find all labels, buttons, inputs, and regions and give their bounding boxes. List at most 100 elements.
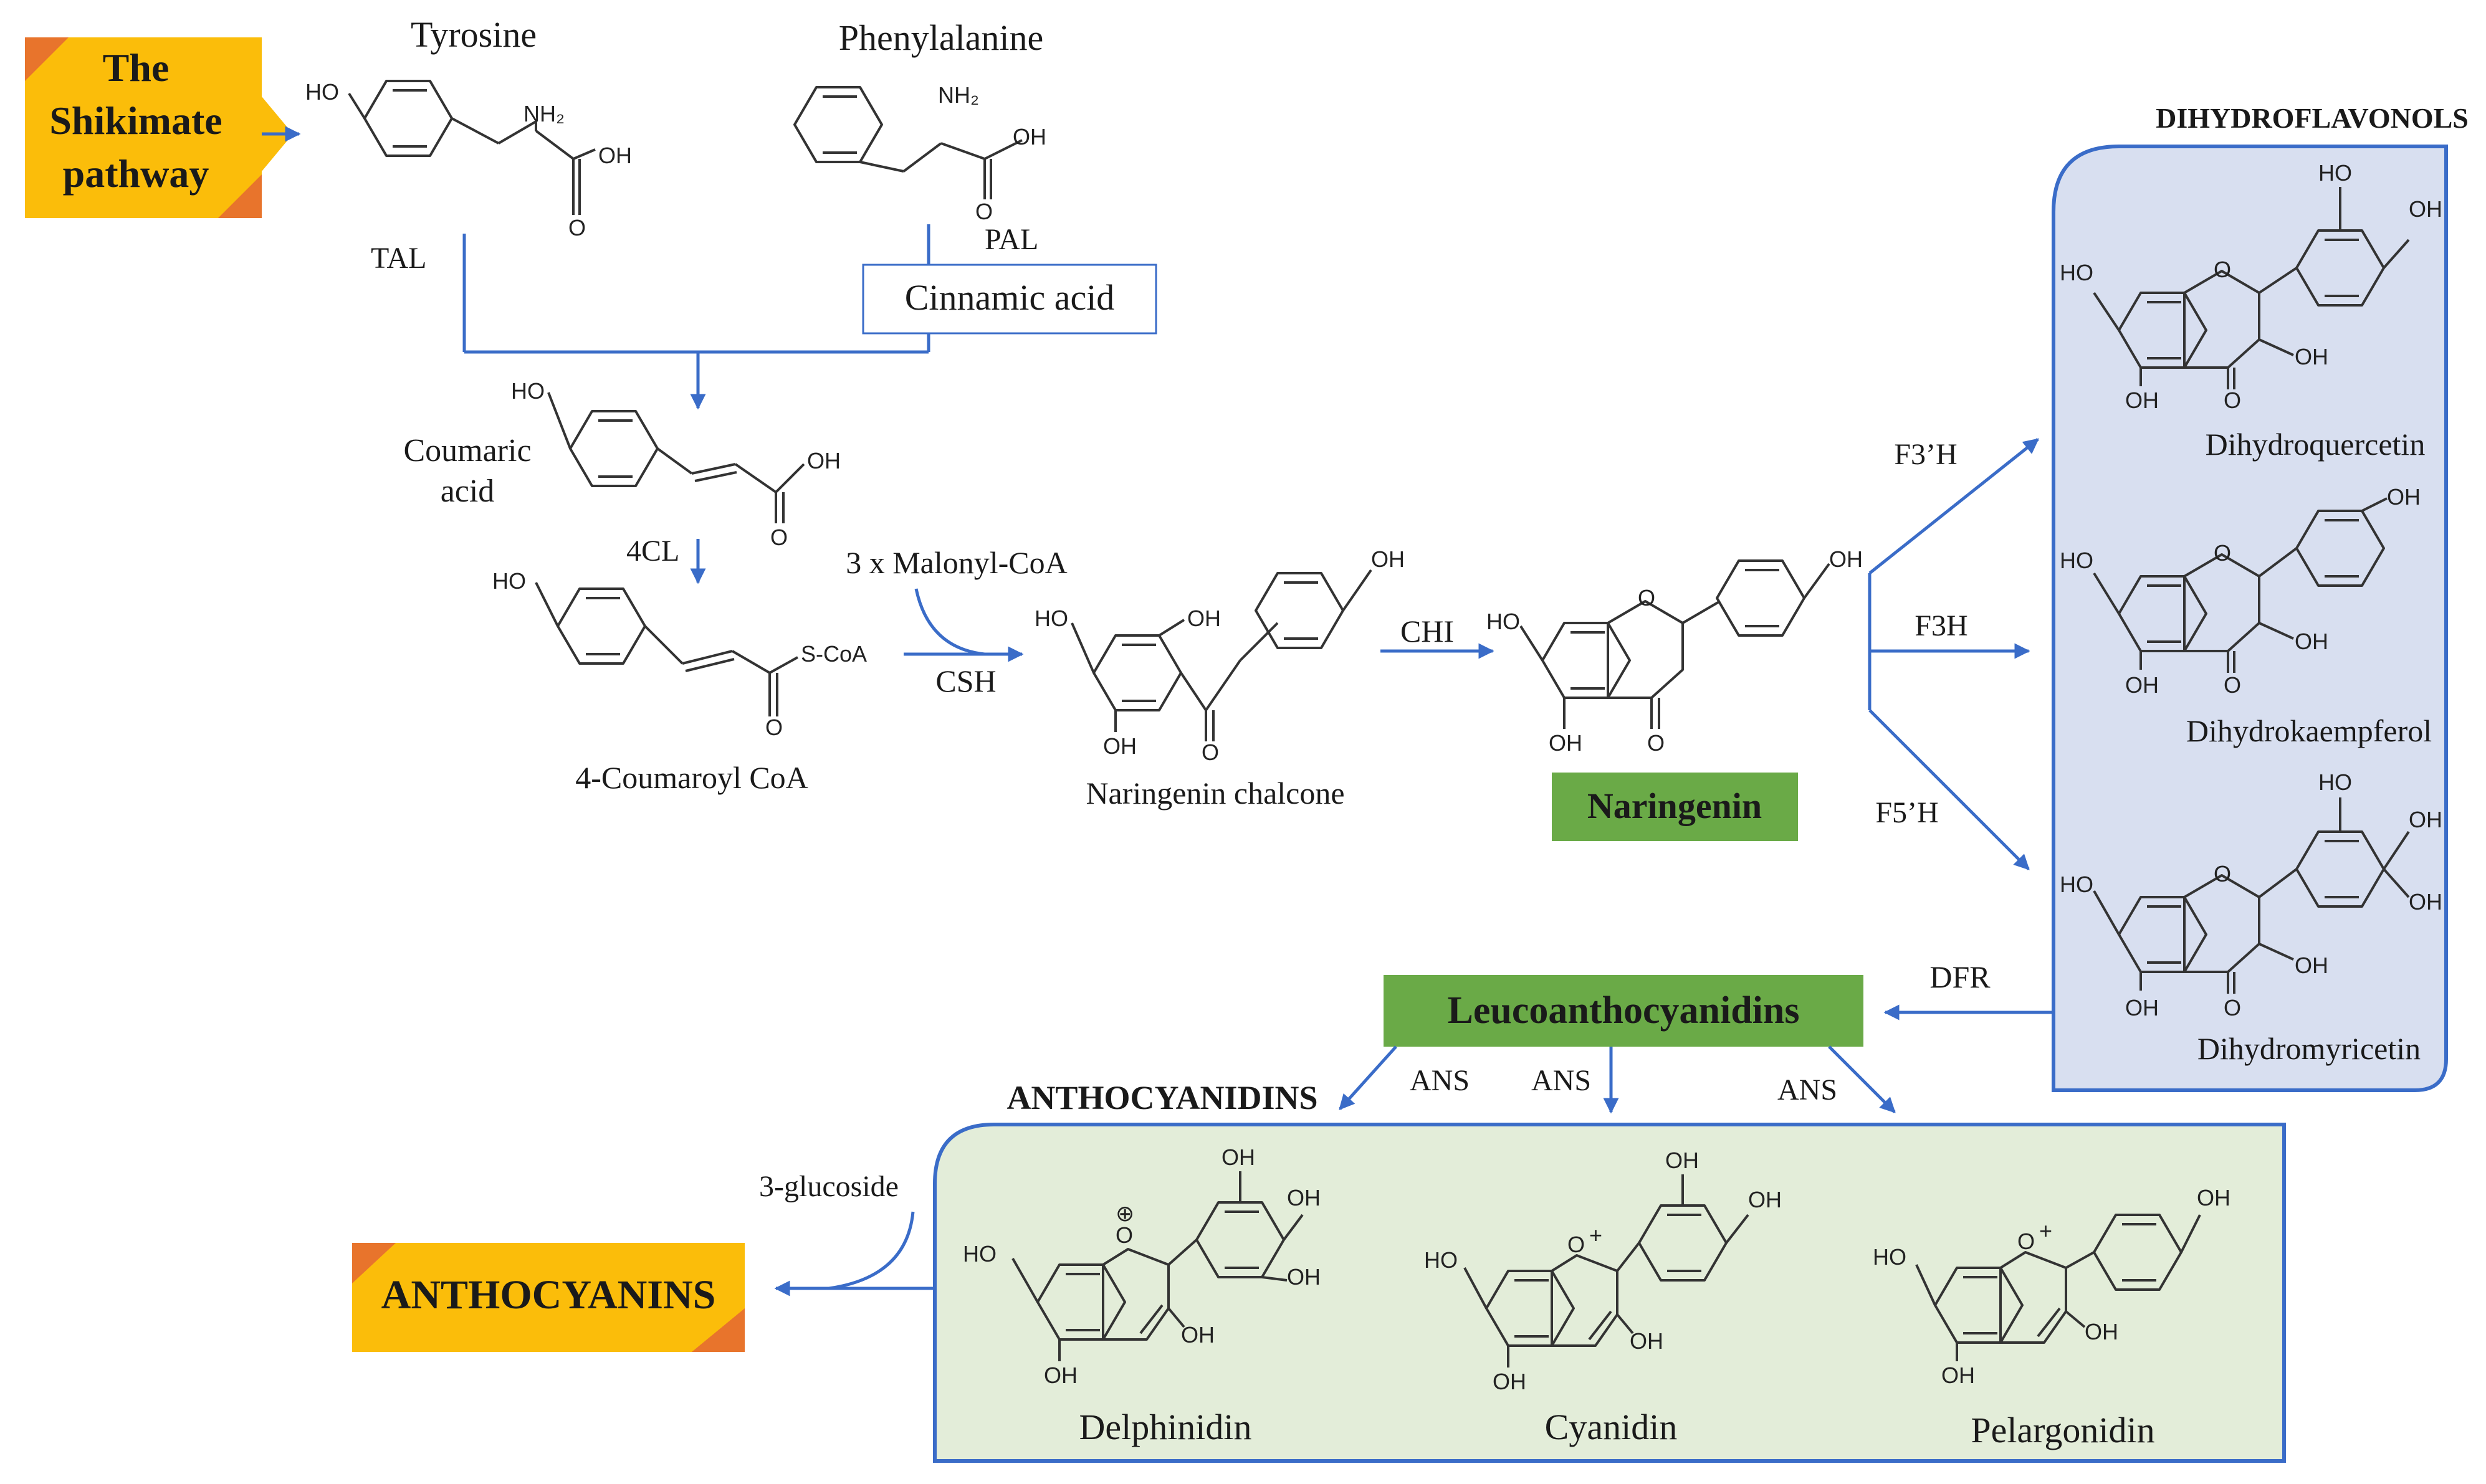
- delph-oh-4: OH: [1287, 1185, 1321, 1211]
- pel-oh-1: OH: [1941, 1363, 1975, 1388]
- chalcone-o: O: [1202, 740, 1219, 765]
- dihydrokaempferol-label: Dihydrokaempferol: [2186, 713, 2432, 748]
- dhm-o-ring: O: [2214, 861, 2231, 887]
- anthocyanins-label: ANTHOCYANINS: [381, 1272, 716, 1318]
- leucoanthocyanidins-box: Leucoanthocyanidins: [1384, 975, 1863, 1047]
- tyrosine-structure: Tyrosine HO NH₂ OH O: [305, 14, 632, 240]
- cyanidin-structure: HO O + OH OH OH OH Cyanidin: [1424, 1148, 1782, 1447]
- delphinidin-structure: HO O ⊕ OH OH OH OH OH Delphinidin: [963, 1144, 1321, 1447]
- anthocyanidins-panel: [933, 1123, 2286, 1463]
- dihydroflavonols-header: DIHYDROFLAVONOLS: [2156, 102, 2469, 134]
- ans-label-1: ANS: [1410, 1064, 1470, 1097]
- dhm-ho-1: HO: [2060, 872, 2093, 897]
- pelargonidin-label: Pelargonidin: [1971, 1410, 2154, 1450]
- naringenin-o-ring: O: [1638, 585, 1655, 611]
- tyr-nh2: NH₂: [523, 101, 565, 126]
- glucoside-label: 3-glucoside: [759, 1170, 899, 1203]
- cyan-oh-3: OH: [1665, 1148, 1699, 1173]
- dihydromyricetin-label: Dihydromyricetin: [2197, 1031, 2421, 1066]
- delph-oh-3: OH: [1221, 1144, 1255, 1170]
- cyan-oh-1: OH: [1493, 1369, 1526, 1394]
- naringenin-box: Naringenin: [1552, 773, 1798, 841]
- coumaroyl-o: O: [765, 715, 783, 740]
- anthocyanins-badge: ANTHOCYANINS: [352, 1243, 745, 1352]
- coumaric-o: O: [770, 525, 788, 550]
- f3h-prime-label: F3’H: [1894, 438, 1957, 471]
- tyr-oh: OH: [598, 143, 632, 168]
- dihydroquercetin-structure: HO O OH O OH HO OH Dihydroquercetin: [2060, 160, 2442, 462]
- coumaric-acid-line-1: Coumaric: [403, 433, 531, 469]
- dhm-ho-2: HO: [2318, 769, 2352, 795]
- dfr-label: DFR: [1929, 959, 1991, 994]
- coumaroyl-ho: HO: [492, 568, 526, 594]
- delph-ho: HO: [963, 1241, 997, 1267]
- dhk-oh-1: OH: [2125, 672, 2159, 698]
- chalcone-ho: HO: [1035, 606, 1068, 631]
- dhq-oh-2: OH: [2295, 344, 2328, 369]
- dhk-oh-3: OH: [2387, 484, 2421, 510]
- phenylalanine-label: Phenylalanine: [839, 17, 1044, 58]
- delph-oh-2: OH: [1181, 1322, 1215, 1348]
- cinnamic-acid-box: Cinnamic acid: [862, 264, 1157, 335]
- coumaroyl-coa-label: 4-Coumaroyl CoA: [575, 760, 808, 795]
- naringenin-chalcone-label: Naringenin chalcone: [1086, 776, 1344, 811]
- coumaric-ho: HO: [511, 378, 545, 404]
- dihydrokaempferol-structure: HO O OH O OH OH Dihydrokaempferol: [2060, 484, 2432, 748]
- dihydromyricetin-structure: HO O OH O OH HO OH OH Dihydromyricetin: [2060, 769, 2442, 1066]
- phe-o: O: [975, 199, 993, 224]
- naringenin-oh-1: OH: [1549, 730, 1582, 756]
- cyan-ho: HO: [1424, 1247, 1458, 1273]
- delph-oh-5: OH: [1287, 1264, 1321, 1290]
- dhk-o-ring: O: [2214, 540, 2231, 566]
- malonyl-label: 3 x Malonyl-CoA: [846, 545, 1068, 580]
- dhm-oh-4: OH: [2409, 889, 2442, 915]
- dhk-oh-2: OH: [2295, 629, 2328, 654]
- coumaric-acid-line-2: acid: [441, 473, 495, 509]
- cyan-oh-2: OH: [1630, 1328, 1663, 1354]
- dhk-ho: HO: [2060, 548, 2093, 573]
- delph-oh-1: OH: [1044, 1363, 1078, 1388]
- dhm-oh-2: OH: [2295, 953, 2328, 978]
- pal-label: PAL: [985, 223, 1038, 256]
- dhm-o-keto: O: [2224, 995, 2241, 1020]
- coumaroyl-scoa: S-CoA: [801, 641, 867, 667]
- shikimate-pathway-badge: The Shikimate pathway: [25, 37, 293, 218]
- tyr-ho: HO: [305, 79, 339, 105]
- coumaric-oh: OH: [807, 448, 841, 473]
- coumaric-acid-structure: Coumaric acid HO OH O: [403, 378, 841, 550]
- dhq-ho-2: HO: [2318, 160, 2352, 186]
- naringenin-oh-2: OH: [1829, 546, 1863, 572]
- f5h-prime-label: F5’H: [1875, 796, 1938, 829]
- chalcone-oh-2: OH: [1103, 733, 1137, 759]
- leucoanthocyanidins-label: Leucoanthocyanidins: [1447, 989, 1799, 1032]
- cyan-oh-4: OH: [1748, 1187, 1782, 1212]
- phe-oh: OH: [1013, 124, 1046, 150]
- dhq-oh-1: OH: [2125, 388, 2159, 413]
- phenylalanine-structure: Phenylalanine NH₂ OH O: [793, 17, 1046, 224]
- pel-oh-3: OH: [2197, 1185, 2230, 1211]
- shikimate-line-2: Shikimate: [49, 98, 222, 143]
- shikimate-line-1: The: [103, 45, 170, 90]
- dhq-ho-1: HO: [2060, 260, 2093, 285]
- pel-oh-2: OH: [2085, 1319, 2118, 1344]
- chalcone-oh-1: OH: [1187, 606, 1221, 631]
- dhq-o-keto: O: [2224, 388, 2241, 413]
- cyan-plus: +: [1589, 1222, 1602, 1248]
- cyan-o-ring: O: [1567, 1232, 1585, 1257]
- ans-label-3: ANS: [1777, 1073, 1837, 1106]
- coumaroyl-coa-structure: HO S-CoA O 4-Coumaroyl CoA: [492, 568, 867, 795]
- dhk-o-keto: O: [2224, 672, 2241, 698]
- cyanidin-label: Cyanidin: [1545, 1407, 1678, 1447]
- naringenin-label: Naringenin: [1587, 786, 1762, 826]
- ans-label-2: ANS: [1531, 1064, 1591, 1097]
- dhq-oh-3: OH: [2409, 196, 2442, 222]
- shikimate-line-3: pathway: [63, 151, 209, 196]
- anthocyanidins-header: ANTHOCYANIDINS: [1006, 1079, 1317, 1116]
- naringenin-ho: HO: [1486, 609, 1520, 634]
- delph-o-ring: O: [1116, 1222, 1133, 1248]
- tyrosine-label: Tyrosine: [411, 14, 537, 55]
- delph-oplus: ⊕: [1116, 1201, 1134, 1226]
- pel-plus: +: [2039, 1218, 2052, 1244]
